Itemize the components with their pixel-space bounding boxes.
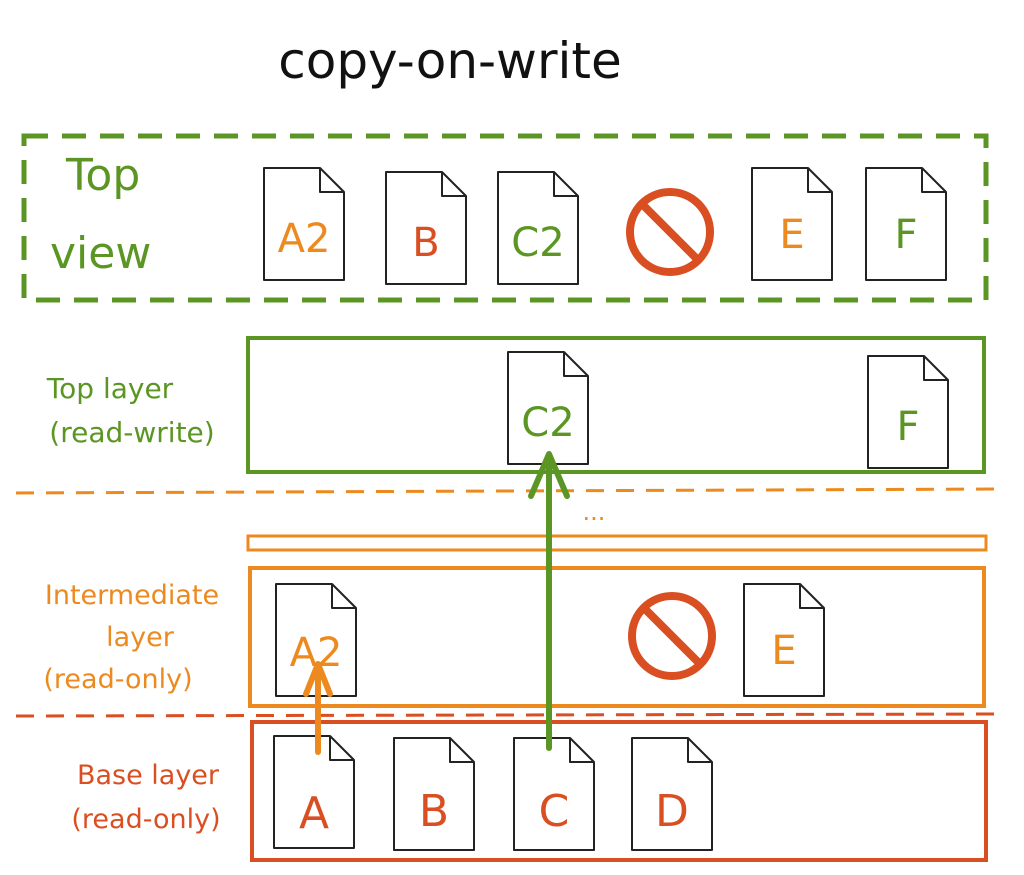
deleted-file-icon (626, 188, 714, 276)
file-icon: B (393, 737, 475, 851)
base-layer-box (250, 720, 988, 862)
file-icon: F (865, 167, 947, 281)
base-label-line2: (read-only) (71, 804, 220, 835)
file-label: E (771, 628, 796, 674)
top-view-label-line1: Top (65, 150, 140, 201)
intermediate-label-line3: (read-only) (43, 664, 192, 695)
file-label: C2 (521, 400, 574, 446)
top-layer-label-line2: (read-write) (49, 416, 214, 449)
file-label: A2 (278, 216, 331, 262)
file-label: B (419, 786, 449, 837)
file-icon: D (631, 737, 713, 851)
base-label-line1: Base layer (77, 760, 220, 791)
layer-divider-lower (15, 712, 999, 718)
file-icon: C2 (507, 351, 589, 465)
file-label: E (779, 212, 804, 258)
file-icon: C (513, 737, 595, 851)
top-view-label-line2: view (50, 228, 151, 279)
layer-divider-upper (15, 487, 999, 495)
copy-up-arrow-c (528, 451, 570, 751)
file-label: B (412, 220, 439, 266)
deleted-file-icon (628, 592, 716, 680)
file-icon: A (273, 735, 355, 849)
file-label: D (655, 786, 689, 837)
file-label: C (539, 786, 570, 837)
collapsed-layer-box (246, 534, 988, 552)
file-icon: B (385, 171, 467, 285)
file-icon: E (751, 167, 833, 281)
copy-up-arrow-a (303, 661, 333, 755)
file-icon: A2 (263, 167, 345, 281)
ellipsis-label: ... (583, 498, 606, 526)
file-icon: F (867, 355, 949, 469)
file-label: F (896, 404, 919, 450)
top-view-box (21, 133, 989, 303)
intermediate-label-line2: layer (106, 622, 175, 653)
file-label: C2 (511, 220, 564, 266)
top-layer-box (246, 336, 986, 474)
intermediate-label-line1: Intermediate (45, 580, 219, 611)
file-icon: C2 (497, 171, 579, 285)
diagram-title: copy-on-write (278, 32, 622, 90)
top-layer-label-line1: Top layer (46, 372, 174, 405)
intermediate-layer-box (248, 566, 986, 708)
file-label: F (894, 212, 917, 258)
file-icon: E (743, 583, 825, 697)
file-label: A (299, 788, 329, 839)
